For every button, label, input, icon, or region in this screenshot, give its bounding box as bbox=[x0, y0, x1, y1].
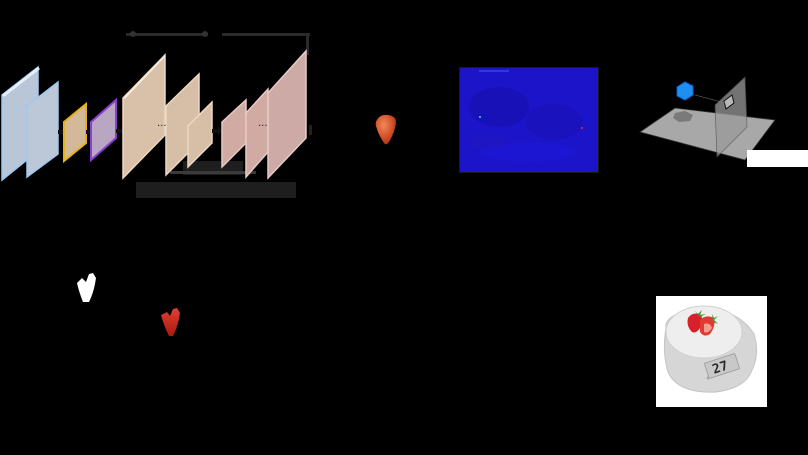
kitchen-scale-photo: 27 bbox=[656, 296, 767, 407]
encoder-layer-1 bbox=[122, 53, 166, 180]
encoder-ellipsis: ... bbox=[157, 118, 167, 129]
output-marker bbox=[309, 125, 312, 135]
network-diagram: ... ... bbox=[0, 25, 320, 205]
geometry-scene-svg bbox=[639, 76, 808, 167]
skip-connection-bottom bbox=[136, 161, 296, 198]
camera-icon bbox=[723, 94, 735, 110]
geometry-scene bbox=[635, 65, 808, 170]
masked-strawberry bbox=[158, 306, 186, 342]
network-diagram-svg bbox=[1, 31, 312, 198]
scale-button bbox=[706, 376, 710, 380]
hotspot-red bbox=[581, 127, 583, 129]
encoder-layer-3 bbox=[187, 100, 213, 169]
skip-connection-top bbox=[126, 31, 310, 55]
decoder-layer-3 bbox=[267, 49, 307, 180]
object-shadow bbox=[673, 111, 693, 122]
decoder-layer-2 bbox=[245, 87, 269, 179]
decoder-ellipsis: ... bbox=[258, 118, 268, 129]
depth-heatmap-svg bbox=[459, 67, 599, 173]
arrow-icon bbox=[212, 126, 222, 136]
image-plane bbox=[714, 76, 748, 158]
mask-shape-icon bbox=[77, 273, 96, 302]
binary-mask bbox=[74, 270, 104, 306]
pool-block bbox=[90, 97, 117, 163]
scale-display: 27 bbox=[704, 353, 740, 379]
hotspot-cyan bbox=[479, 116, 481, 118]
input-layer-2 bbox=[26, 80, 59, 179]
object-cube bbox=[676, 81, 694, 101]
conv-block bbox=[63, 101, 87, 164]
decoder-layer-1 bbox=[221, 98, 247, 169]
depth-heatmap bbox=[459, 67, 599, 173]
strawberry-icon bbox=[687, 310, 718, 336]
strawberry-cutout-icon bbox=[161, 308, 180, 336]
scale-display-value: 27 bbox=[711, 359, 731, 378]
segmented-strawberry-image bbox=[372, 112, 400, 148]
strawberry-icon bbox=[375, 114, 396, 145]
kitchen-scale-svg: 27 bbox=[663, 305, 758, 393]
